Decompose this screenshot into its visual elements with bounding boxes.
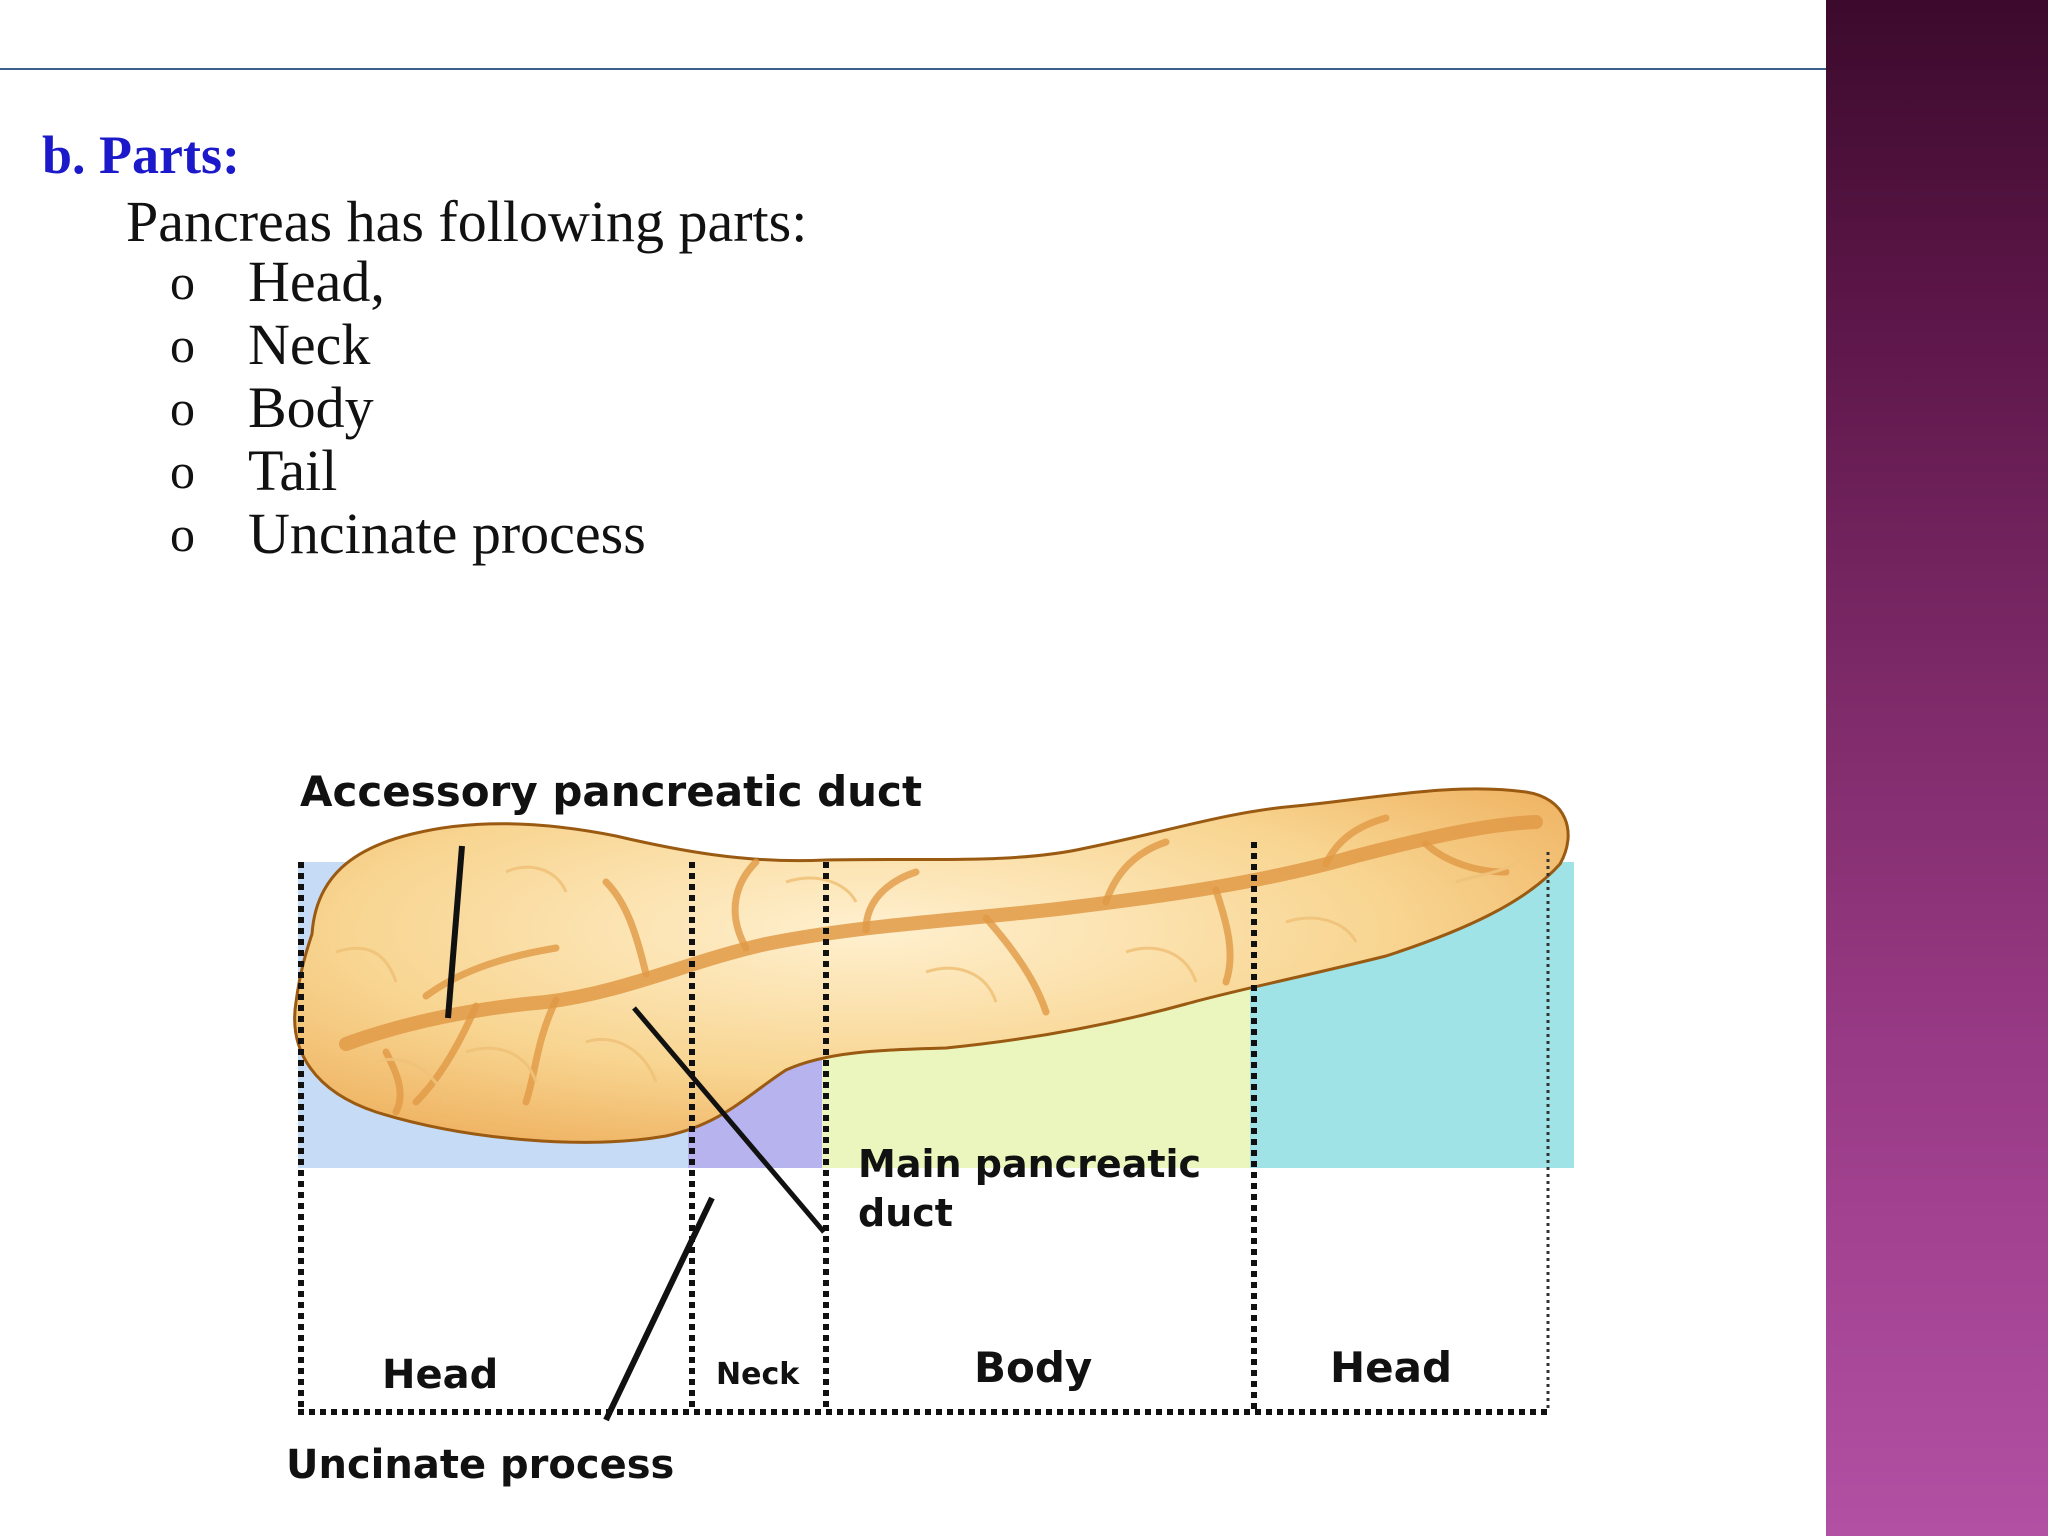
pancreas-svg: Accessory pancreatic duct Main pancreati… bbox=[286, 767, 1574, 1488]
main-duct-path bbox=[339, 815, 1543, 1051]
label-region-head: Head bbox=[382, 1352, 498, 1398]
bullet-marker: o bbox=[170, 316, 195, 373]
label-region-body: Body bbox=[974, 1343, 1092, 1392]
bullet-marker: o bbox=[170, 253, 195, 310]
intro-text: Pancreas has following parts: bbox=[126, 189, 808, 254]
list-item: o Body bbox=[170, 375, 646, 440]
list-item-label: Uncinate process bbox=[248, 501, 646, 566]
list-item: o Neck bbox=[170, 312, 646, 377]
bullet-marker: o bbox=[170, 505, 195, 562]
list-item-label: Tail bbox=[248, 438, 338, 503]
list-item: o Uncinate process bbox=[170, 501, 646, 566]
uncinate-leader bbox=[603, 1196, 715, 1422]
list-item: o Tail bbox=[170, 438, 646, 503]
pancreas-diagram: Accessory pancreatic duct Main pancreati… bbox=[226, 752, 1666, 1512]
lobule-texture bbox=[335, 851, 1528, 1103]
label-region-tail: Head bbox=[1330, 1343, 1452, 1392]
bullet-marker: o bbox=[170, 379, 195, 436]
list-item-label: Body bbox=[248, 375, 374, 440]
region-boundaries bbox=[298, 842, 1550, 1415]
header-rule bbox=[0, 68, 1826, 70]
decorative-sidebar bbox=[1826, 0, 2048, 1536]
list-item-label: Neck bbox=[248, 312, 371, 377]
label-accessory-duct: Accessory pancreatic duct bbox=[300, 767, 922, 816]
list-item: o Head, bbox=[170, 249, 646, 314]
bullet-marker: o bbox=[170, 442, 195, 499]
label-main-duct-line2: duct bbox=[858, 1191, 953, 1235]
label-region-neck: Neck bbox=[716, 1357, 800, 1392]
main-duct-leader bbox=[632, 1006, 826, 1234]
label-uncinate: Uncinate process bbox=[286, 1442, 674, 1488]
accessory-duct-leader bbox=[445, 845, 465, 1019]
parts-list: o Head, o Neck o Body o Tail o Uncinate … bbox=[170, 249, 646, 566]
list-item-label: Head, bbox=[248, 249, 385, 314]
section-heading: b. Parts: bbox=[42, 125, 240, 185]
label-main-duct-line1: Main pancreatic bbox=[858, 1142, 1201, 1186]
